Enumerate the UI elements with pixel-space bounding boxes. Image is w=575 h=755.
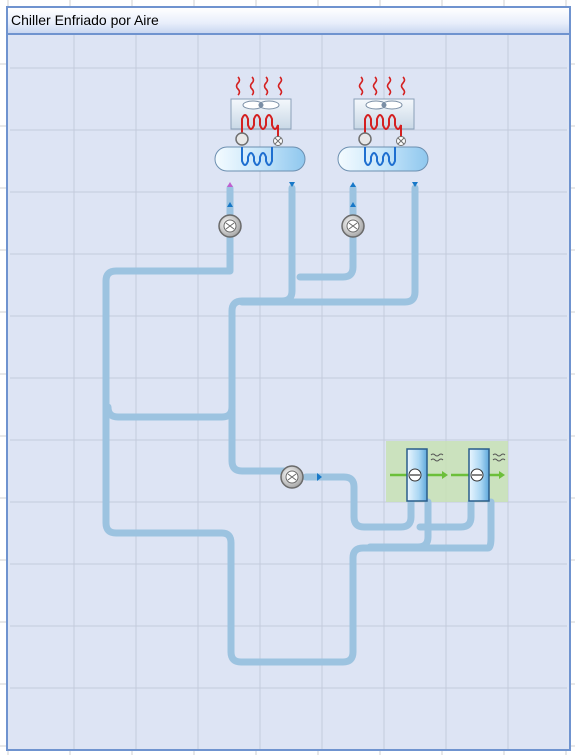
condenser-fan-icon: [242, 100, 280, 110]
expansion-valve-icon: [273, 136, 283, 146]
return-arrow-icon: [289, 182, 295, 187]
secondary-pump[interactable]: [280, 465, 322, 489]
pipe-chiller2-return: [238, 184, 419, 306]
window-title: Chiller Enfriado por Aire: [11, 12, 159, 28]
pipe-secondary-pump-out: [302, 473, 415, 531]
diagram-canvas: [10, 35, 567, 749]
evaporator-coil-icon: [241, 147, 273, 166]
evaporator-coil-icon: [364, 147, 396, 166]
compressor-icon: [235, 132, 249, 146]
chilled-water-pipes: [102, 184, 495, 666]
pump-impeller-blades-icon: [287, 473, 297, 481]
condenser-fan-icon: [365, 100, 403, 110]
title-bar[interactable]: Chiller Enfriado por Aire: [8, 8, 569, 35]
heat-rejection-waves-icon: [358, 76, 406, 96]
pipe-chiller2-supply: [296, 184, 357, 281]
pump-impeller-blades-icon: [225, 222, 235, 230]
pipe-coil1-out: [366, 498, 432, 551]
pipe-coil2-in: [416, 498, 475, 531]
condenser-coil-icon: [241, 114, 279, 139]
heat-rejection-waves-icon: [235, 76, 283, 96]
flow-arrow-icon: [317, 473, 322, 481]
diagram-window: Chiller Enfriado por Aire: [6, 6, 571, 751]
supply-arrow-icon: [227, 182, 233, 187]
pump-impeller-blades-icon: [348, 222, 358, 230]
expansion-valve-icon: [396, 136, 406, 146]
air-wave-icon: [492, 453, 506, 462]
chiller-2[interactable]: [337, 76, 429, 187]
coil-2[interactable]: [451, 448, 506, 502]
condenser-coil-icon: [364, 114, 402, 139]
air-wave-icon: [430, 453, 444, 462]
chiller-1-pump[interactable]: [218, 202, 242, 238]
plant-diagram-svg: [10, 35, 567, 749]
pipe-chiller1-return: [228, 184, 296, 475]
airflow-arrowhead-icon: [442, 471, 448, 479]
chiller-1[interactable]: [214, 76, 306, 187]
coil-1[interactable]: [390, 448, 448, 502]
airflow-arrowhead-icon: [499, 471, 505, 479]
pump-arrow-icon: [350, 202, 356, 207]
compressor-icon: [358, 132, 372, 146]
supply-arrow-icon: [350, 182, 356, 187]
canvas-gridlines: [10, 35, 567, 749]
pipe-bypass: [104, 403, 236, 421]
return-arrow-icon: [412, 182, 418, 187]
pump-arrow-icon: [227, 202, 233, 207]
chiller-2-pump[interactable]: [341, 202, 365, 238]
pipe-chiller1-supply: [102, 184, 495, 666]
